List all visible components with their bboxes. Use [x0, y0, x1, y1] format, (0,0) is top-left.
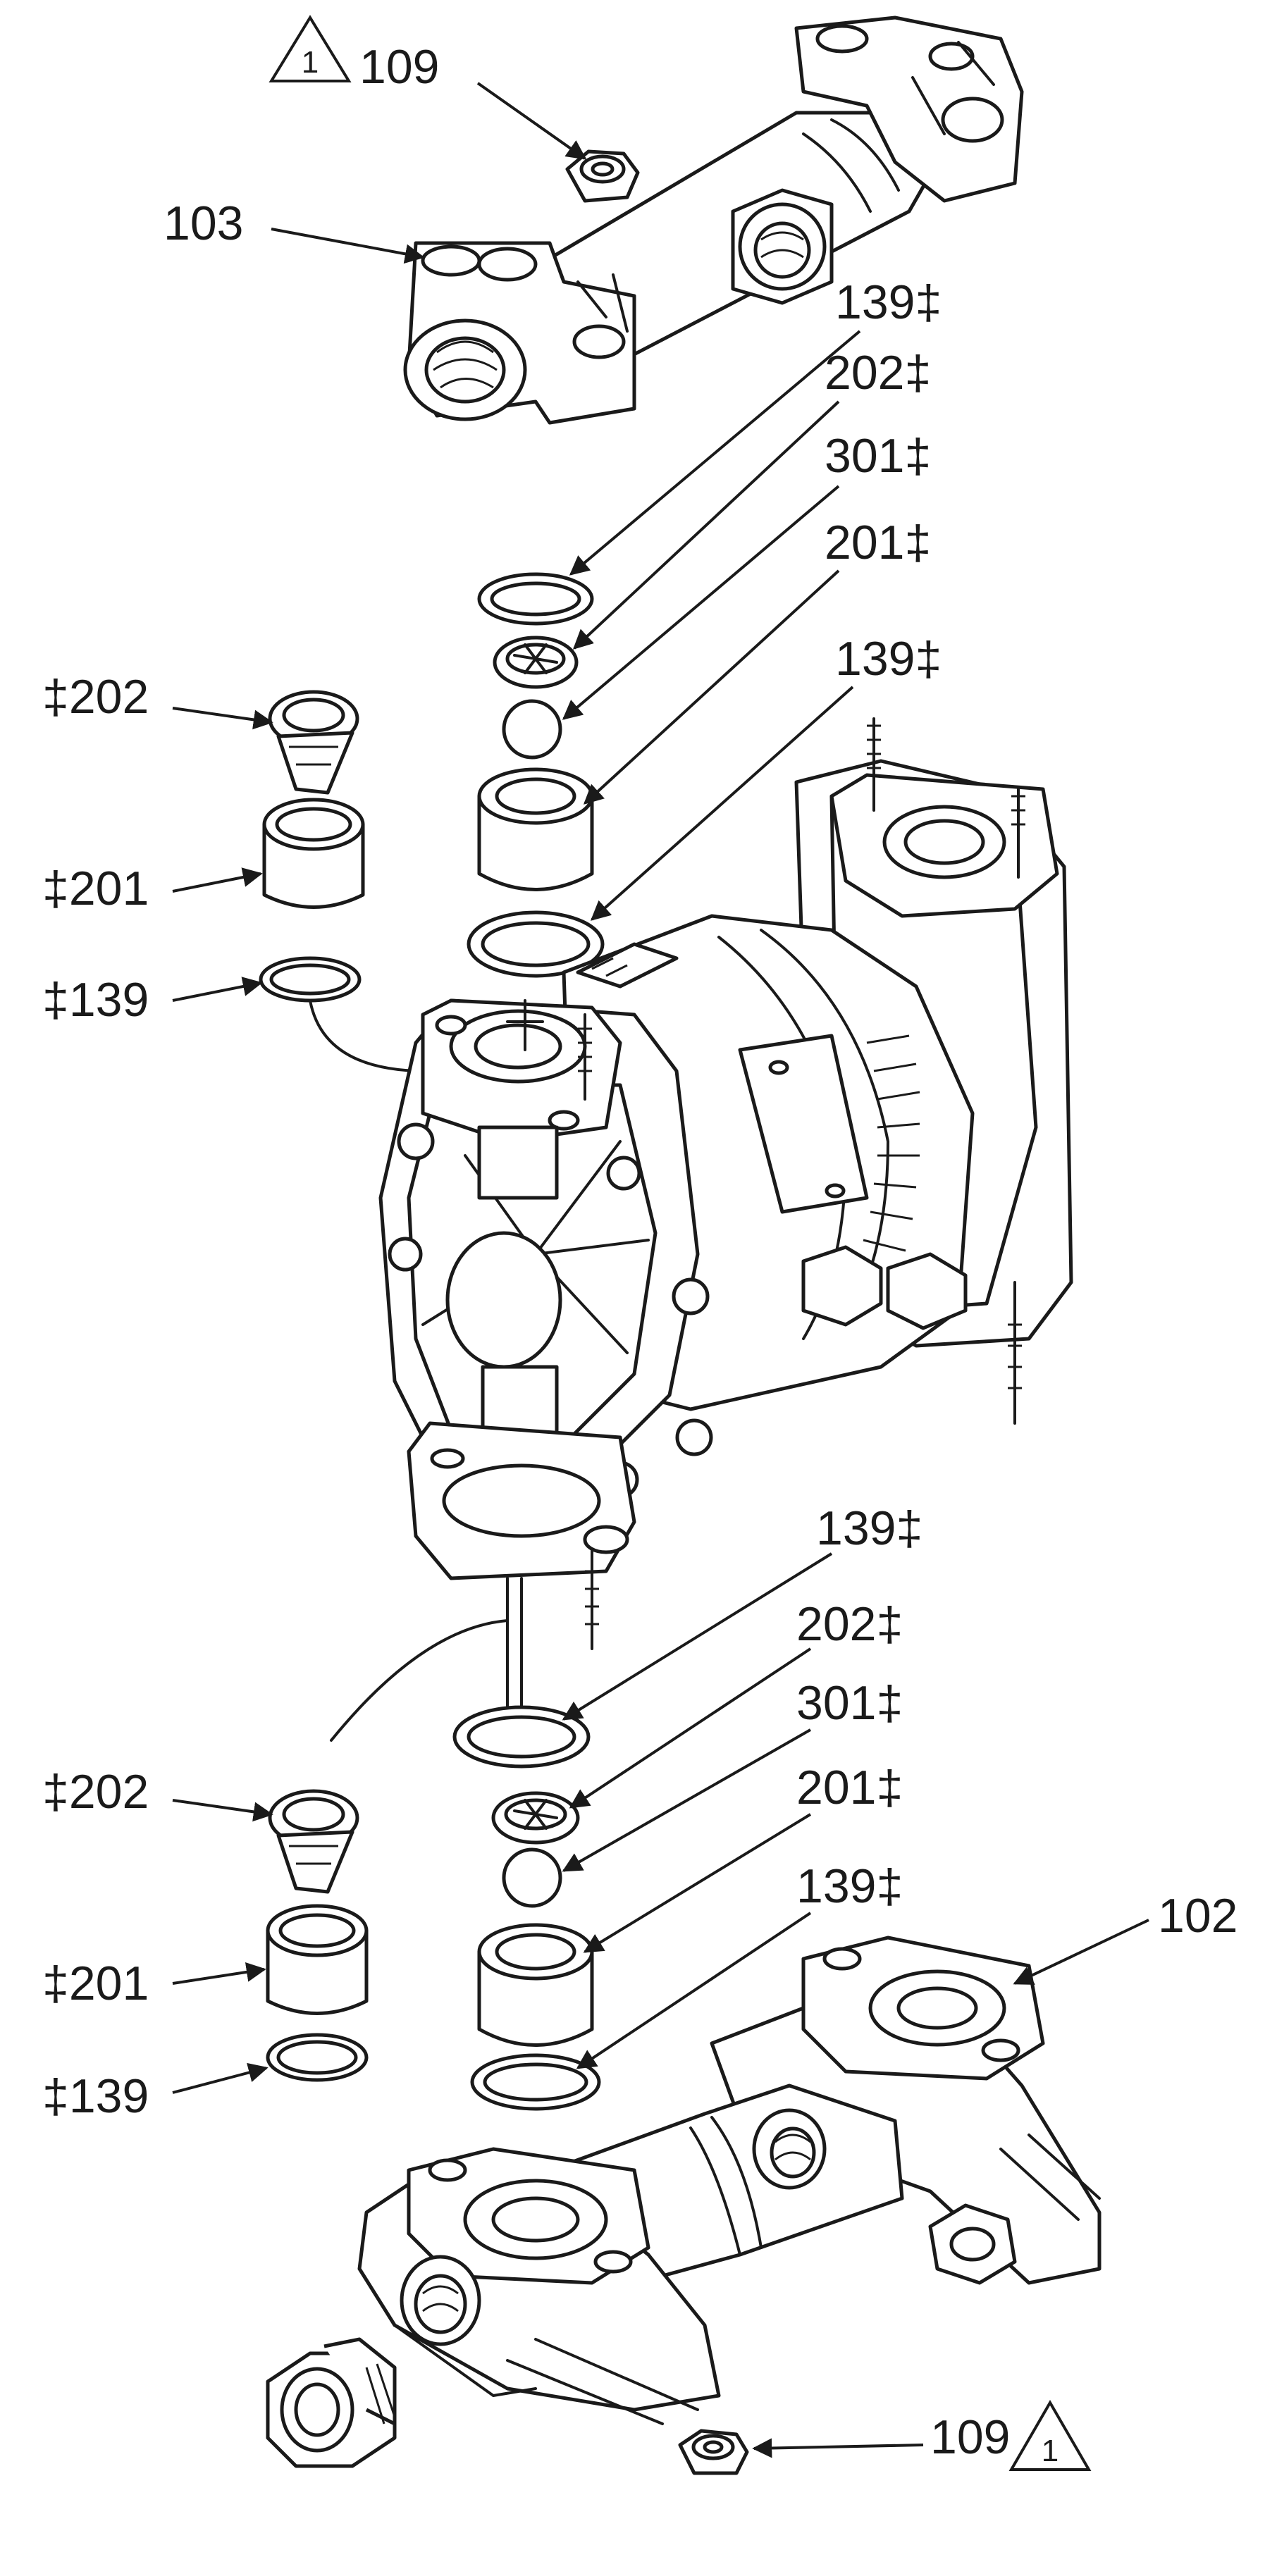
callout-109-top: 109 [359, 40, 439, 94]
seat-201-upper-right [477, 767, 594, 891]
leader-lines [172, 82, 1149, 2458]
callout-201-lower-right: 201‡ [796, 1761, 903, 1814]
callout-139-lower-left: ‡139 [42, 2069, 149, 2123]
seat-201-lower-left [266, 1904, 369, 2015]
callout-201-upper-right: 201‡ [825, 516, 931, 569]
callout-201-upper-left: ‡201 [42, 862, 149, 915]
seat-202-lower-right [491, 1791, 580, 1845]
callout-103: 103 [163, 197, 243, 250]
seat-201-lower-right [477, 1923, 594, 2047]
upper-left-valve-stack [259, 690, 537, 1073]
callout-102: 102 [1158, 1889, 1238, 1943]
callout-139-upper-1: 139‡ [835, 275, 942, 329]
pump-body [330, 717, 1073, 1742]
inlet-manifold-102 [357, 1936, 1102, 2425]
callout-202-upper-right: 202‡ [825, 346, 931, 400]
callout-139-upper-2: 139‡ [835, 632, 942, 686]
seat-202-lower-left [268, 1789, 359, 1894]
warning-triangle-top: 1 [269, 15, 352, 82]
callout-139-lower-1: 139‡ [816, 1501, 922, 1555]
upper-right-valve-stack [467, 572, 605, 978]
callout-202-lower-left: ‡202 [42, 1765, 149, 1819]
callout-139-lower-2: 139‡ [796, 1859, 903, 1913]
lower-right-valve-stack [452, 1705, 601, 2111]
nut-109-bottom [678, 2429, 749, 2475]
callout-301-lower: 301‡ [796, 1676, 903, 1730]
nut-109-top [565, 149, 640, 203]
seat-202-upper-left [268, 690, 359, 795]
svg-text:1: 1 [302, 45, 319, 80]
callout-202-lower-right: 202‡ [796, 1597, 903, 1651]
callout-139-upper-left: ‡139 [42, 973, 149, 1027]
callout-202-upper-left: ‡202 [42, 670, 149, 724]
callout-301-upper: 301‡ [825, 429, 931, 483]
svg-text:1: 1 [1042, 2434, 1059, 2468]
hex-bushing [266, 2337, 397, 2468]
ball-301-lower [502, 1847, 562, 1908]
ball-301-upper [502, 699, 562, 760]
warning-triangle-bottom: 1 [1008, 2400, 1092, 2471]
lower-left-valve-stack [266, 1789, 369, 2082]
outlet-manifold-103 [403, 16, 1024, 425]
callout-109-bottom: 109 [930, 2410, 1010, 2464]
seat-201-upper-left [262, 798, 365, 909]
seat-202-upper-right [493, 636, 579, 689]
callout-201-lower-left: ‡201 [42, 1957, 149, 2010]
